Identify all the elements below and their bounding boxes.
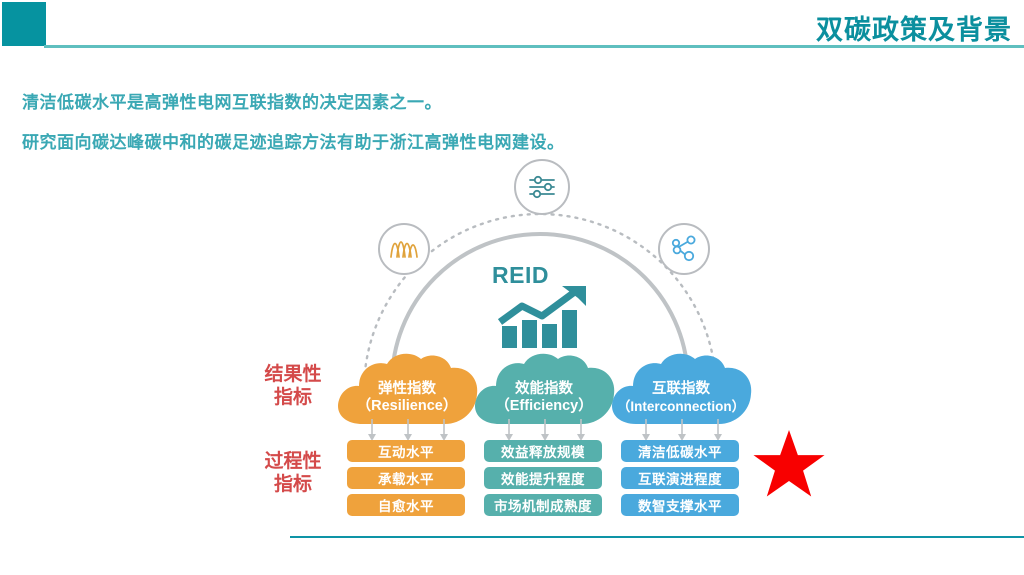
body-statement-2: 研究面向碳达峰碳中和的碳足迹追踪方法有助于浙江高弹性电网建设。 (22, 133, 565, 152)
connector-arrows-interconnection (642, 419, 722, 441)
cloud-efficiency: 效能指数 （Efficiency） (470, 350, 618, 428)
cloud-interconnection: 互联指数 （Interconnection） (607, 350, 755, 428)
pill-efficiency-1[interactable]: 效益释放规模 (484, 440, 602, 462)
pill-interconnection-2[interactable]: 互联演进程度 (621, 467, 739, 489)
axis-label-result-line2: 指标 (273, 387, 312, 409)
cloud-shape (475, 353, 615, 424)
waveform-icon (378, 223, 430, 275)
arc-connectors (362, 212, 718, 392)
solid-arc (390, 232, 690, 384)
connector-arrows-efficiency (505, 419, 585, 441)
axis-label-process-line1: 过程性 (264, 451, 322, 472)
connector-arrows-resilience (368, 419, 448, 441)
pill-resilience-2[interactable]: 承载水平 (347, 467, 465, 489)
axis-label-result-line1: 结果性 (264, 364, 322, 385)
pill-interconnection-1[interactable]: 清洁低碳水平 (621, 440, 739, 462)
network-share-icon (658, 223, 710, 275)
header-divider (44, 45, 1024, 48)
reid-wordmark: REID (492, 262, 549, 288)
axis-label-result: 结果性 指标 (238, 363, 348, 409)
pill-efficiency-2[interactable]: 效能提升程度 (484, 467, 602, 489)
pill-efficiency-3[interactable]: 市场机制成熟度 (484, 494, 602, 516)
pill-resilience-1[interactable]: 互动水平 (347, 440, 465, 462)
sliders-icon (514, 159, 570, 215)
growth-chart-icon (497, 286, 586, 348)
cloud-shape (338, 353, 478, 424)
axis-label-process-line2: 指标 (273, 474, 312, 496)
pill-interconnection-3[interactable]: 数智支撑水平 (621, 494, 739, 516)
reid-logo: REID (492, 262, 602, 352)
header-accent-block (2, 2, 46, 46)
pill-resilience-3[interactable]: 自愈水平 (347, 494, 465, 516)
red-star-highlight (753, 429, 825, 497)
page-title: 双碳政策及背景 (816, 15, 1012, 45)
body-statement-1: 清洁低碳水平是高弹性电网互联指数的决定因素之一。 (22, 93, 442, 112)
cloud-resilience: 弹性指数 （Resilience） (333, 350, 481, 428)
cloud-shape (612, 353, 752, 424)
reid-index-diagram: REID 弹性指数 （Resilience） 效能指数 （Effi (0, 150, 1024, 530)
axis-label-process: 过程性 指标 (238, 450, 348, 496)
footer-divider (290, 536, 1024, 538)
